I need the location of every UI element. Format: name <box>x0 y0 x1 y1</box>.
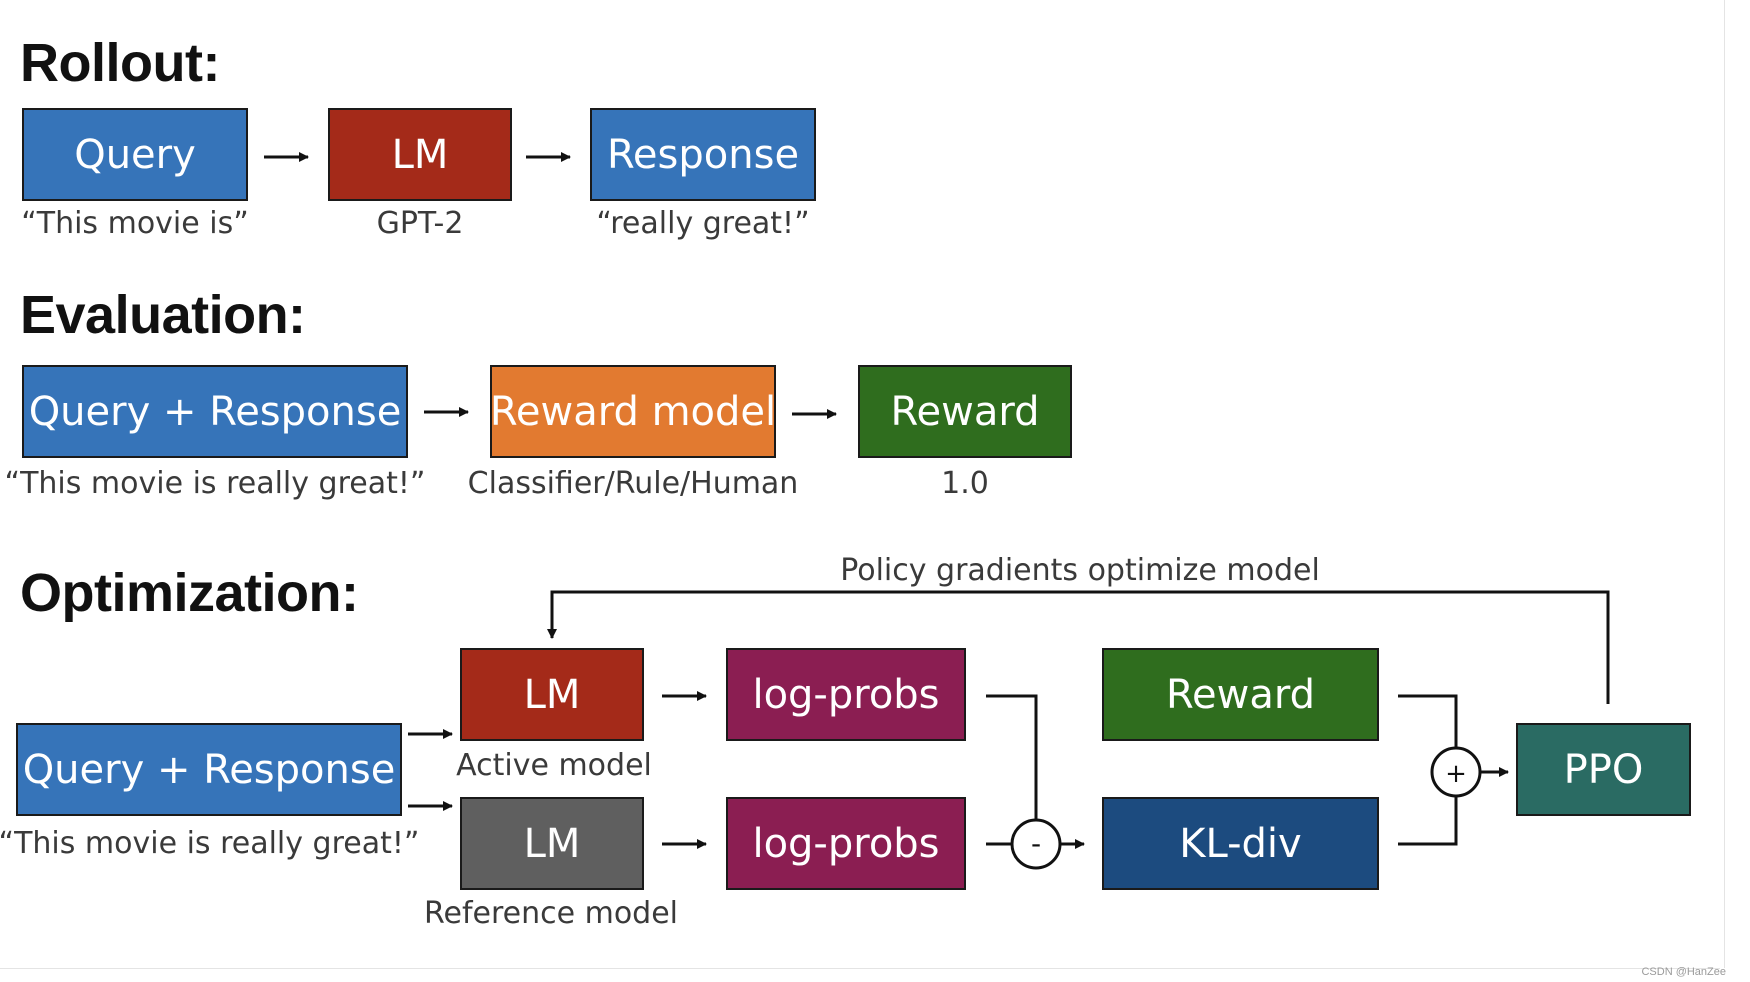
evaluation-input-box: Query + Response <box>22 365 408 458</box>
logprobs-active-label: log-probs <box>752 671 940 718</box>
optimization-reward-box: Reward <box>1102 648 1379 741</box>
rollout-response-box: Response <box>590 108 816 201</box>
rollout-lm-box: LM <box>328 108 512 201</box>
evaluation-reward-caption: 1.0 <box>941 466 989 501</box>
evaluation-reward-model-box: Reward model <box>490 365 776 458</box>
evaluation-reward-box: Reward <box>858 365 1072 458</box>
minus-node: - <box>1010 818 1062 870</box>
arrow-feedback-ppo-to-lm <box>547 590 1610 704</box>
evaluation-input-caption: “This movie is really great!” <box>4 466 426 501</box>
optimization-input-box: Query + Response <box>16 723 402 816</box>
evaluation-heading: Evaluation: <box>20 285 306 345</box>
rollout-query-caption: “This movie is” <box>21 206 249 241</box>
rollout-response-label: Response <box>606 131 800 178</box>
evaluation-reward-model-label: Reward model <box>489 388 777 435</box>
optimization-heading: Optimization: <box>20 563 359 623</box>
bottom-divider <box>0 968 1720 969</box>
logprobs-reference-label: log-probs <box>752 820 940 867</box>
plus-symbol: + <box>1445 759 1467 789</box>
kl-div-box: KL-div <box>1102 797 1379 890</box>
evaluation-reward-model-caption: Classifier/Rule/Human <box>467 466 799 501</box>
minus-symbol: - <box>1031 827 1041 860</box>
active-lm-caption: Active model <box>456 748 652 783</box>
connector-reward-to-plus <box>1398 694 1458 748</box>
feedback-label: Policy gradients optimize model <box>840 553 1320 588</box>
rollout-response-caption: “really great!” <box>596 206 810 241</box>
watermark: CSDN @HanZee <box>1641 966 1726 978</box>
evaluation-reward-label: Reward <box>890 388 1040 435</box>
rollout-query-label: Query <box>74 131 196 178</box>
ppo-box: PPO <box>1516 723 1691 816</box>
right-divider <box>1724 0 1725 968</box>
rollout-lm-label: LM <box>391 131 449 178</box>
reference-lm-label: LM <box>523 820 581 867</box>
connector-logprobs-to-minus <box>986 694 1038 822</box>
rollout-heading: Rollout: <box>20 33 220 93</box>
rollout-query-box: Query <box>22 108 248 201</box>
logprobs-reference-box: log-probs <box>726 797 966 890</box>
optimization-input-caption: “This movie is really great!” <box>0 826 420 861</box>
logprobs-active-box: log-probs <box>726 648 966 741</box>
active-lm-label: LM <box>523 671 581 718</box>
reference-lm-box: LM <box>460 797 644 890</box>
connector-kl-to-plus <box>1398 796 1458 846</box>
active-lm-box: LM <box>460 648 644 741</box>
ppo-label: PPO <box>1563 746 1644 793</box>
rollout-lm-caption: GPT-2 <box>376 206 464 241</box>
optimization-reward-label: Reward <box>1166 671 1315 718</box>
reference-lm-caption: Reference model <box>423 896 679 931</box>
kl-div-label: KL-div <box>1179 820 1302 867</box>
plus-node: + <box>1430 746 1482 798</box>
evaluation-input-label: Query + Response <box>28 388 402 435</box>
optimization-input-label: Query + Response <box>22 746 396 793</box>
